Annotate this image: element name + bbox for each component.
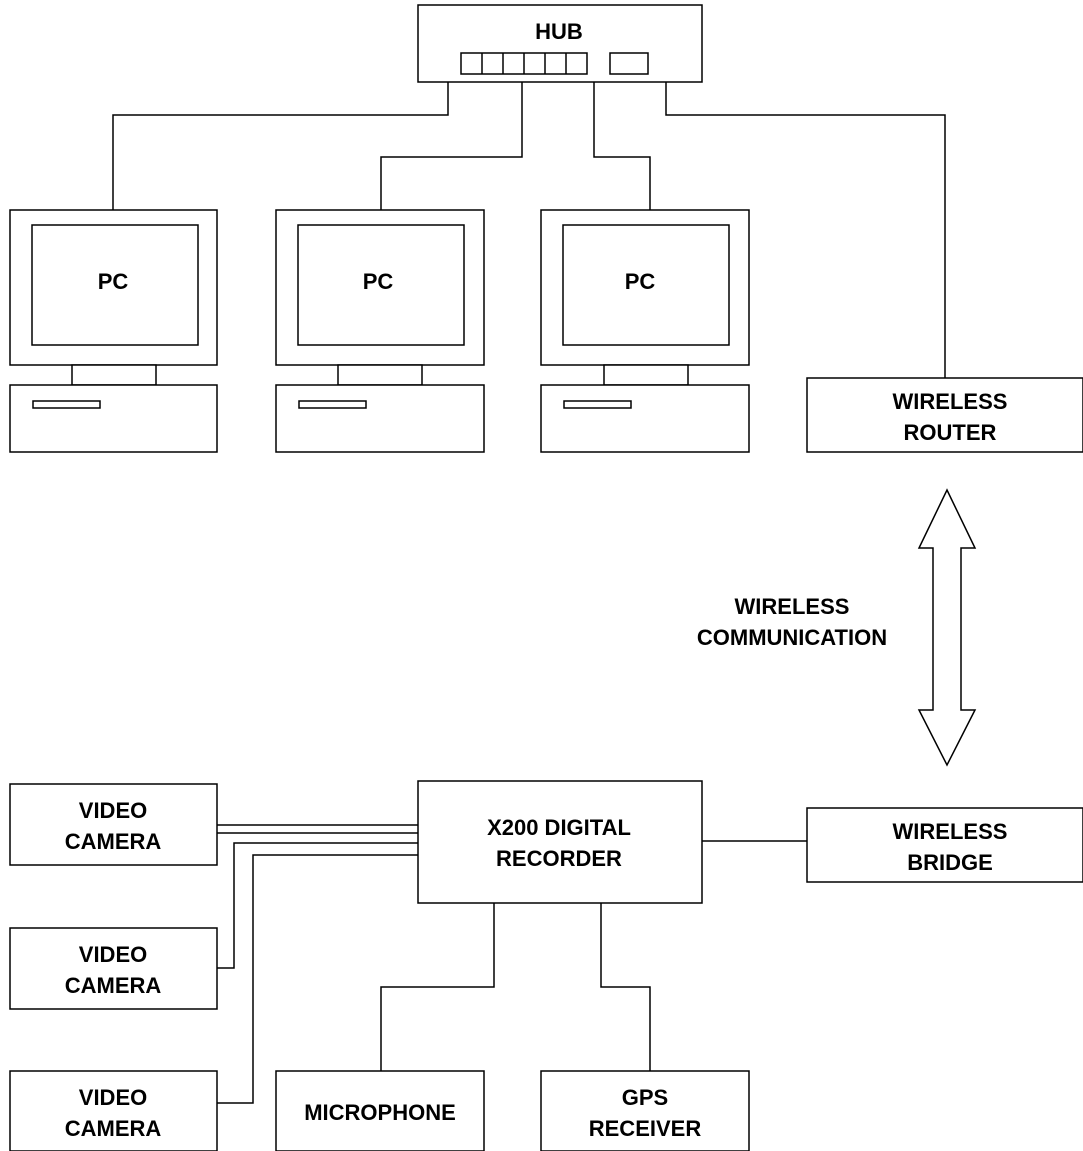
video-camera-line1: VIDEO — [79, 942, 147, 967]
pc-2: PC — [275, 209, 485, 453]
pc-label: PC — [363, 269, 394, 294]
digital-recorder: X200 DIGITAL RECORDER — [417, 780, 703, 904]
link-recorder-gps — [600, 903, 651, 1071]
link-hub-pc3 — [593, 82, 651, 210]
hub-label: HUB — [535, 19, 583, 44]
hub-connections — [112, 82, 946, 378]
pc-screen — [297, 224, 465, 346]
pc-screen — [31, 224, 199, 346]
hub-uplink-port — [609, 52, 649, 75]
hub-ports — [460, 52, 649, 75]
digital-recorder-line1: X200 DIGITAL — [487, 815, 631, 840]
link-camera3-recorder — [217, 854, 418, 1104]
pc-case — [275, 384, 485, 453]
link-hub-pc2 — [380, 82, 523, 210]
wireless-bridge-line2: BRIDGE — [907, 850, 993, 875]
microphone-label: MICROPHONE — [304, 1100, 456, 1125]
digital-recorder-box — [417, 780, 703, 904]
wireless-router: WIRELESS ROUTER — [806, 377, 1083, 453]
wireless-communication-line1: WIRELESS — [735, 594, 850, 619]
pc-case — [540, 384, 750, 453]
gps-receiver: GPS RECEIVER — [540, 1070, 750, 1151]
double-arrow-icon — [917, 488, 977, 767]
wireless-bridge-line1: WIRELESS — [893, 819, 1008, 844]
wireless-communication-arrow — [917, 488, 977, 767]
pc-3: PC — [540, 209, 750, 453]
link-hub-pc1 — [112, 82, 449, 210]
pc-screen — [562, 224, 730, 346]
wireless-bridge: WIRELESS BRIDGE — [806, 807, 1083, 883]
pc-1: PC — [9, 209, 218, 453]
pc-drive-slot — [298, 400, 367, 409]
video-camera-line1: VIDEO — [79, 798, 147, 823]
pc-label: PC — [98, 269, 129, 294]
pc-stand — [71, 364, 157, 386]
video-camera-line2: CAMERA — [65, 829, 162, 854]
link-hub-router — [665, 82, 946, 378]
microphone: MICROPHONE — [275, 1070, 485, 1151]
video-camera-box — [9, 1070, 218, 1151]
recorder-connections — [217, 824, 807, 1104]
wireless-bridge-box — [806, 807, 1083, 883]
wireless-router-line1: WIRELESS — [893, 389, 1008, 414]
wireless-router-line2: ROUTER — [904, 420, 997, 445]
gps-receiver-line2: RECEIVER — [589, 1116, 702, 1141]
digital-recorder-line2: RECORDER — [496, 846, 622, 871]
video-camera-1: VIDEO CAMERA — [9, 783, 218, 866]
video-camera-3: VIDEO CAMERA — [9, 1070, 218, 1151]
video-camera-2: VIDEO CAMERA — [9, 927, 218, 1010]
pc-label: PC — [625, 269, 656, 294]
pc-stand — [337, 364, 423, 386]
video-camera-line2: CAMERA — [65, 1116, 162, 1141]
link-recorder-microphone — [380, 903, 495, 1071]
video-camera-box — [9, 927, 218, 1010]
video-camera-box — [9, 783, 218, 866]
pc-stand — [603, 364, 689, 386]
link-camera2-recorder — [217, 842, 418, 969]
pc-drive-slot — [32, 400, 101, 409]
hub-device: HUB — [417, 4, 703, 83]
video-camera-line2: CAMERA — [65, 973, 162, 998]
pc-case — [9, 384, 218, 453]
gps-receiver-line1: GPS — [622, 1085, 668, 1110]
gps-receiver-box — [540, 1070, 750, 1151]
video-camera-line1: VIDEO — [79, 1085, 147, 1110]
wireless-communication-line2: COMMUNICATION — [697, 625, 887, 650]
wireless-router-box — [806, 377, 1083, 453]
microphone-box — [275, 1070, 485, 1151]
pc-drive-slot — [563, 400, 632, 409]
